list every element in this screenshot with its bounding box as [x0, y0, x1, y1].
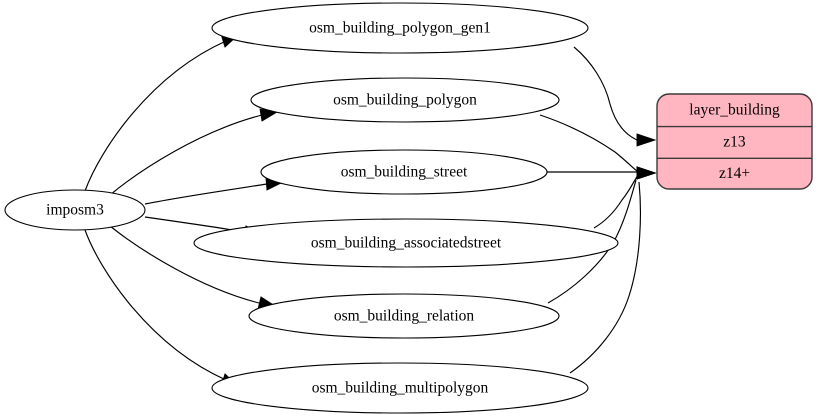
layer-building-z13-label: z13 — [723, 134, 746, 151]
osm_building_polygon-ellipse[interactable] — [250, 77, 560, 123]
node-osm_building_associatedstreet[interactable]: osm_building_associatedstreet — [193, 218, 619, 268]
osm_building_multipolygon-label: osm_building_multipolygon — [312, 380, 489, 397]
imposm3-ellipse[interactable] — [4, 189, 146, 231]
layer-building-name-label: layer_building — [689, 102, 780, 119]
node-layer_building[interactable]: layer_building z13 z14+ — [656, 93, 813, 190]
edge-imposm3-to-osm_building_street — [144, 177, 285, 205]
osm_building_associatedstreet-ellipse[interactable] — [193, 218, 619, 268]
node-osm_building_polygon[interactable]: osm_building_polygon — [250, 77, 560, 123]
node-imposm3[interactable]: imposm3 — [4, 189, 146, 231]
edge-osm_building_polygon_gen1-to-z13 — [573, 46, 657, 147]
osm_building_polygon_gen1-label: osm_building_polygon_gen1 — [309, 20, 491, 37]
imposm3-label: imposm3 — [46, 202, 104, 219]
osm_building_street-ellipse[interactable] — [260, 149, 548, 195]
edge-osm_building_multipolygon-to-z14plus — [569, 166, 657, 374]
osm_building_street-label: osm_building_street — [341, 164, 468, 181]
osm_building_multipolygon-ellipse[interactable] — [211, 362, 589, 414]
osm_building_associatedstreet-label: osm_building_associatedstreet — [311, 235, 502, 252]
node-osm_building_relation[interactable]: osm_building_relation — [248, 293, 560, 339]
layer-building-z14plus-label: z14+ — [719, 165, 750, 182]
edge-imposm3-to-osm_building_polygon_gen1 — [84, 33, 240, 192]
osm_building_relation-ellipse[interactable] — [248, 293, 560, 339]
osm_building_polygon-label: osm_building_polygon — [333, 92, 477, 109]
node-osm_building_street[interactable]: osm_building_street — [260, 149, 548, 195]
osm_building_polygon_gen1-ellipse[interactable] — [211, 2, 589, 54]
osm_building_relation-label: osm_building_relation — [334, 308, 475, 325]
node-osm_building_polygon_gen1[interactable]: osm_building_polygon_gen1 — [211, 2, 589, 54]
layer-building-box[interactable] — [656, 93, 813, 190]
node-osm_building_multipolygon[interactable]: osm_building_multipolygon — [211, 362, 589, 414]
edge-imposm3-to-osm_building_polygon — [109, 108, 279, 196]
